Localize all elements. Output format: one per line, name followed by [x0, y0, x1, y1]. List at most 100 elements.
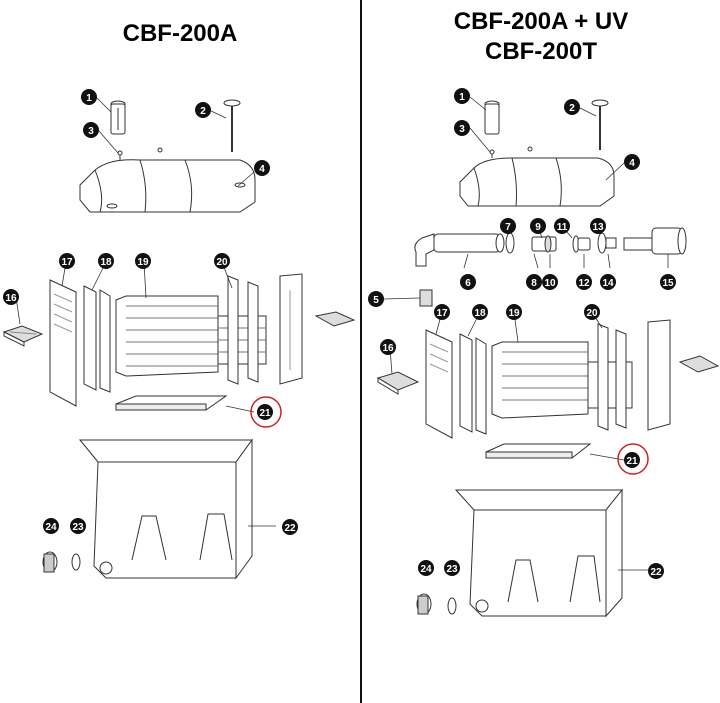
svg-text:16: 16: [382, 343, 394, 354]
svg-text:12: 12: [578, 278, 590, 289]
part-3-screw: [117, 150, 123, 160]
callout-20: 20: [214, 253, 230, 269]
svg-text:4: 4: [259, 164, 265, 175]
callout-23: 23: [444, 560, 460, 576]
part-21-pad: [485, 443, 592, 459]
svg-text:8: 8: [531, 278, 537, 289]
callout-22: 22: [648, 563, 664, 579]
part-18-dividers: [459, 333, 487, 435]
callout-6: 6: [460, 274, 476, 290]
left-callouts: 1 2 3 4 16 17 18 19 20 21 22 23 24: [3, 89, 298, 535]
part-19-filter-block: [491, 341, 589, 419]
callout-24: 24: [43, 518, 59, 534]
svg-text:1: 1: [86, 93, 92, 104]
callout-18: 18: [472, 304, 488, 320]
svg-text:21: 21: [626, 456, 638, 467]
callout-7: 7: [500, 218, 516, 234]
svg-text:15: 15: [662, 278, 674, 289]
right-side-panel: [647, 319, 671, 431]
callout-2: 2: [564, 99, 580, 115]
callout-8: 8: [526, 274, 542, 290]
part-7-ring: [505, 232, 515, 254]
callout-1: 1: [81, 89, 97, 105]
part-19-filter-block: [115, 295, 219, 377]
svg-text:22: 22: [650, 567, 662, 578]
part-17-side-panel: [425, 329, 453, 439]
svg-text:14: 14: [602, 278, 614, 289]
callout-17: 17: [59, 253, 75, 269]
left-title: CBF-200A: [122, 20, 238, 47]
callout-22: 22: [282, 519, 298, 535]
svg-text:23: 23: [72, 522, 84, 533]
part-2-probe: [223, 99, 241, 152]
callout-4: 4: [624, 154, 640, 170]
part-4-lid: [459, 157, 615, 207]
svg-text:3: 3: [88, 126, 94, 137]
part-17-side-panel: [49, 279, 77, 407]
part-22-box: [78, 438, 253, 580]
callout-3: 3: [454, 120, 470, 136]
part-13-14-washer: [597, 232, 617, 254]
part-8-9-sleeve: [531, 235, 557, 253]
callout-10: 10: [542, 274, 558, 290]
part-1-pipe: [110, 100, 126, 135]
svg-text:17: 17: [436, 308, 448, 319]
part-22-box: [454, 488, 624, 618]
callout-12: 12: [576, 274, 592, 290]
svg-text:24: 24: [420, 564, 432, 575]
callout-1: 1: [454, 88, 470, 104]
callout-18: 18: [98, 253, 114, 269]
callout-17: 17: [434, 304, 450, 320]
svg-text:19: 19: [508, 308, 520, 319]
callout-16: 16: [380, 339, 396, 355]
callout-5: 5: [368, 291, 384, 307]
right-side-panel: [279, 273, 303, 385]
svg-text:9: 9: [535, 222, 541, 233]
right-callouts: 1 2 3 4 5 6 7 8 9 10 11 12 13 14 15 16 1…: [368, 88, 676, 579]
svg-text:2: 2: [569, 103, 575, 114]
part-18-dividers: [83, 285, 111, 393]
part-23-oring: [71, 553, 81, 571]
svg-text:18: 18: [100, 257, 112, 268]
svg-text:21: 21: [259, 408, 271, 419]
svg-text:13: 13: [592, 222, 604, 233]
svg-text:17: 17: [61, 257, 73, 268]
svg-text:11: 11: [557, 222, 568, 233]
part-15-cap: [623, 227, 687, 255]
callout-4: 4: [254, 160, 270, 176]
right-tray: [678, 355, 720, 373]
callout-11: 11: [554, 218, 570, 234]
callout-21: 21: [617, 443, 649, 475]
svg-text:19: 19: [137, 257, 149, 268]
panel-divider: [360, 0, 362, 703]
svg-text:4: 4: [629, 158, 635, 169]
right-panel: CBF-200A + UV CBF-200T: [362, 0, 720, 703]
svg-text:20: 20: [216, 257, 228, 268]
part-23-oring: [447, 597, 457, 615]
callout-14: 14: [600, 274, 616, 290]
callout-13: 13: [590, 218, 606, 234]
svg-text:2: 2: [200, 106, 206, 117]
callout-9: 9: [530, 218, 546, 234]
callout-3: 3: [83, 122, 99, 138]
svg-text:7: 7: [505, 222, 511, 233]
callout-21: 21: [250, 396, 282, 428]
callout-19: 19: [135, 253, 151, 269]
svg-text:18: 18: [474, 308, 486, 319]
part-2-probe: [591, 99, 609, 150]
svg-text:22: 22: [284, 523, 296, 534]
svg-text:5: 5: [373, 295, 379, 306]
svg-text:24: 24: [45, 522, 57, 533]
part-16-tray: [376, 371, 420, 395]
callout-2: 2: [195, 102, 211, 118]
part-1-pipe: [484, 100, 500, 135]
callout-16: 16: [3, 289, 19, 305]
part-24-knob: [416, 593, 432, 615]
part-20-rack: [217, 275, 267, 385]
right-title-line2: CBF-200T: [484, 38, 598, 65]
part-16-tray: [2, 325, 44, 347]
part-4-lid: [79, 159, 256, 213]
left-panel: CBF-200A: [2, 20, 356, 580]
callout-24: 24: [418, 560, 434, 576]
part-5-knob: [419, 289, 433, 307]
